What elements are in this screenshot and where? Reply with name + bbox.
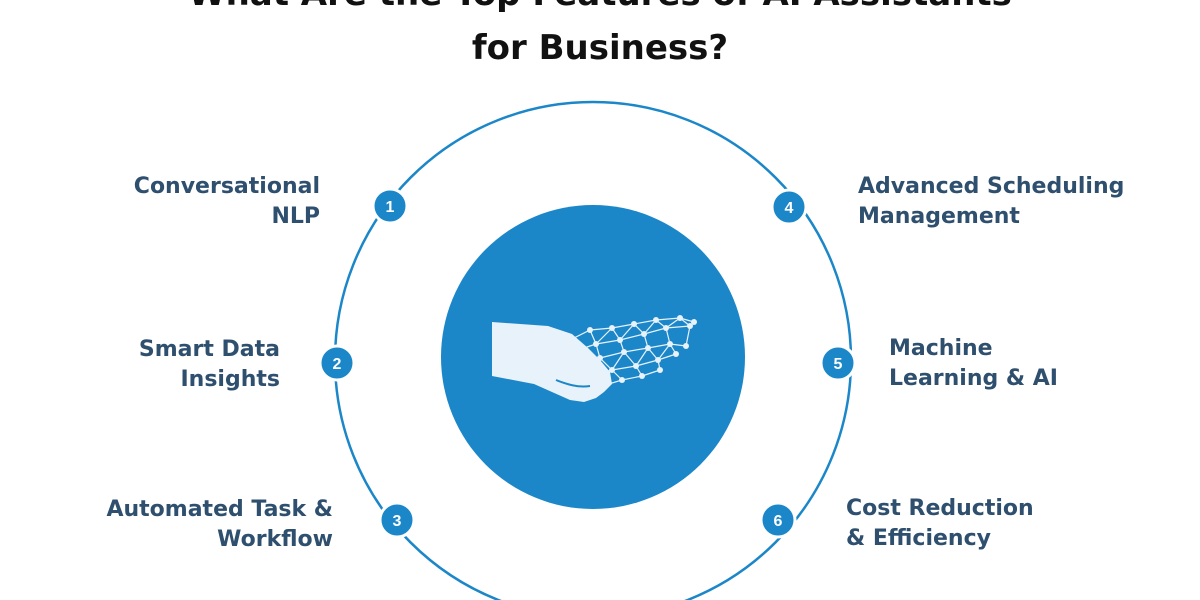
badge-1-number: 1 [386,199,395,216]
page-title-line-1: What Are the Top Features of AI Assistan… [0,0,1200,14]
badge-2: 2 [318,344,356,382]
feature-1-line-1: Conversational [133,174,320,199]
feature-6-line-1: Cost Reduction [846,496,1034,521]
feature-3-label: Automated Task & Workflow [106,495,333,555]
feature-1-line-2: NLP [271,204,320,229]
badge-4-number: 4 [785,200,794,217]
feature-2-line-2: Insights [180,367,280,392]
feature-3-line-1: Automated Task & [106,497,333,522]
badge-6: 6 [759,501,797,539]
badge-5: 5 [819,344,857,382]
feature-3-line-2: Workflow [217,527,333,552]
badge-1: 1 [371,187,409,225]
feature-4-label: Advanced Scheduling Management [858,172,1124,232]
feature-4-line-2: Management [858,204,1020,229]
badge-6-number: 6 [774,513,783,530]
page-title-line-2: for Business? [471,28,729,68]
feature-5-line-1: Machine [889,336,993,361]
badge-3-number: 3 [393,513,402,530]
feature-5-line-2: Learning & AI [889,366,1058,391]
feature-5-label: Machine Learning & AI [889,334,1058,394]
handshake-human-ai-icon [492,315,697,402]
feature-4-line-1: Advanced Scheduling [858,174,1125,199]
feature-1-label: Conversational NLP [134,172,320,232]
feature-2-line-1: Smart Data [138,337,280,362]
feature-2-label: Smart Data Insights [139,335,280,395]
feature-6-line-2: & Efficiency [846,526,991,551]
badge-5-number: 5 [834,356,843,373]
badge-3: 3 [378,501,416,539]
badge-4: 4 [770,188,808,226]
badge-2-number: 2 [333,356,342,373]
feature-6-label: Cost Reduction & Efficiency [846,494,1034,554]
